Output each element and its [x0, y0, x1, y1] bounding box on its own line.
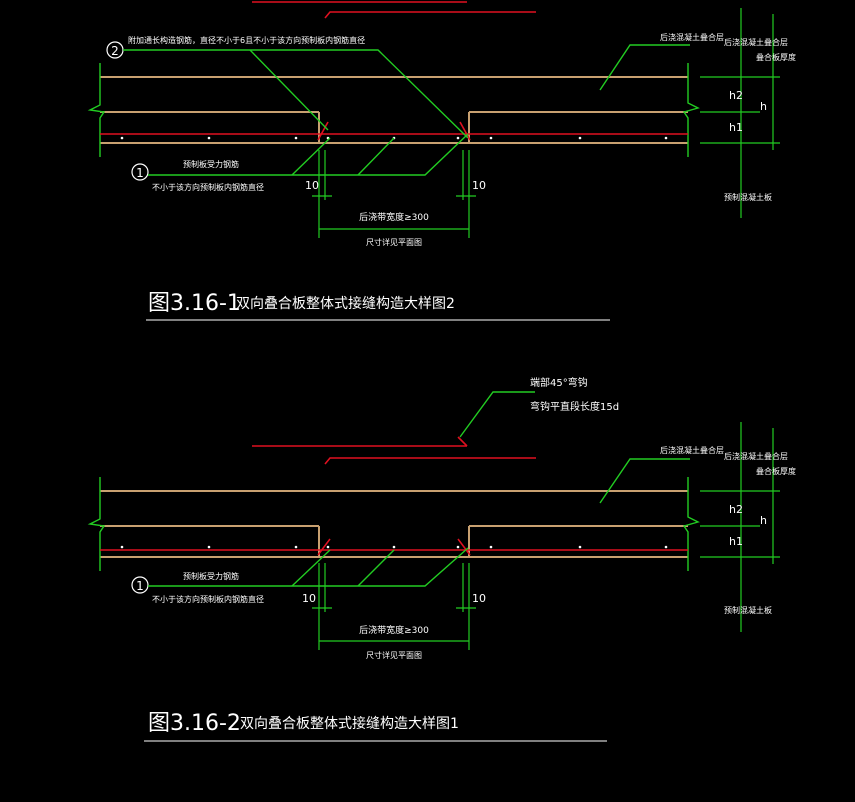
- note-top-fig1: 附加通长构造钢筋，直径不小于6且不小于该方向预制板内钢筋直径: [128, 35, 365, 45]
- figure-2: 端部45°弯钩 弯钩平直段长度15d 1 预制板受力钢筋 不小于该方向预制板内钢…: [87, 376, 796, 742]
- leader-right-fig1: [599, 44, 690, 91]
- figure-1: 2 附加通长构造钢筋，直径不小于6且不小于该方向预制板内钢筋直径 1 预制板受力…: [87, 1, 796, 321]
- h-fig2: h: [760, 514, 767, 527]
- dimension-lines-fig2: [312, 563, 476, 650]
- leader-1-b: [291, 137, 331, 176]
- callout-2-label: 2: [111, 44, 119, 58]
- right-break-mark: [682, 63, 700, 157]
- leader-top-fig2: [459, 391, 535, 438]
- callout-1-label-fig2: 1: [136, 579, 144, 593]
- side-top-fig2: 后浇混凝土叠合层: [724, 451, 788, 461]
- rebar-dots: [120, 136, 668, 140]
- note-right-fig2: 后浇混凝土叠合层: [660, 445, 724, 455]
- h1-fig1: h1: [729, 121, 743, 134]
- top-rebar-hook-fig2: [457, 436, 468, 447]
- note-bottom-fig1-2: 不小于该方向预制板内钢筋直径: [152, 182, 264, 192]
- leader-2-right: [123, 49, 469, 139]
- h-fig1: h: [760, 100, 767, 113]
- dim-left-fig2: 10: [302, 592, 316, 605]
- note-top1-fig2: 端部45°弯钩: [530, 376, 588, 389]
- rebar-hook-left: [317, 121, 329, 141]
- right-break-mark-fig2: [682, 477, 700, 571]
- rebar-hook-right-fig2: [457, 538, 471, 556]
- thickness-dims-fig1: [700, 8, 780, 218]
- h2-fig2: h2: [729, 503, 743, 516]
- leader-1b-fig2: [291, 549, 331, 587]
- dim-width-fig1: 后浇带宽度≥300: [359, 211, 429, 223]
- callout-circle-1: [131, 163, 149, 181]
- figure-1-title: 图3.16-1: [148, 291, 241, 316]
- top-rebar-hook-remnant: [324, 11, 536, 19]
- callout-circle-1-fig2: [131, 576, 149, 594]
- leader-right-fig2: [599, 458, 690, 504]
- note-top2-fig2: 弯钩平直段长度15d: [530, 400, 619, 413]
- leader-1-c: [357, 137, 395, 176]
- side-top-fig1: 后浇混凝土叠合层: [724, 37, 788, 47]
- dim-width-fig2: 后浇带宽度≥300: [359, 624, 429, 636]
- leader-1: [148, 133, 469, 176]
- thickness-dims-fig2: [700, 422, 780, 632]
- figure-2-desc: 双向叠合板整体式接缝构造大样图1: [240, 715, 459, 732]
- h1-fig2: h1: [729, 535, 743, 548]
- left-break-mark: [87, 63, 106, 157]
- figure-1-desc: 双向叠合板整体式接缝构造大样图2: [236, 295, 455, 312]
- callout-1-label: 1: [136, 166, 144, 180]
- dimension-lines-fig1: [312, 150, 476, 238]
- dim-right-fig2: 10: [472, 592, 486, 605]
- leader-1c-fig2: [357, 549, 395, 587]
- dim-width2-fig1: 尺寸详见平面图: [366, 237, 422, 247]
- note-right-fig1: 后浇混凝土叠合层: [660, 32, 724, 42]
- side-bottom-fig2: 预制混凝土板: [724, 605, 772, 615]
- dim-left-fig1: 10: [305, 179, 319, 192]
- figure-2-title: 图3.16-2: [148, 711, 241, 736]
- leader-2-left: [249, 49, 329, 131]
- note-bottom-fig1-1: 预制板受力钢筋: [183, 159, 239, 169]
- note-bottom1-fig2: 预制板受力钢筋: [183, 571, 239, 581]
- side-top2-fig1: 叠合板厚度: [756, 52, 796, 62]
- top-rebar2-fig2: [324, 457, 536, 465]
- left-break-mark-fig2: [87, 477, 106, 571]
- side-bottom-fig1: 预制混凝土板: [724, 192, 772, 202]
- h2-fig1: h2: [729, 89, 743, 102]
- leader-1-fig2: [148, 547, 469, 587]
- rebar-hook-left-fig2: [317, 538, 331, 556]
- side-top2-fig2: 叠合板厚度: [756, 466, 796, 476]
- rebar-hook-right: [459, 121, 471, 141]
- dim-right-fig1: 10: [472, 179, 486, 192]
- dim-width2-fig2: 尺寸详见平面图: [366, 650, 422, 660]
- rebar-dots-fig2: [120, 545, 668, 549]
- note-bottom2-fig2: 不小于该方向预制板内钢筋直径: [152, 594, 264, 604]
